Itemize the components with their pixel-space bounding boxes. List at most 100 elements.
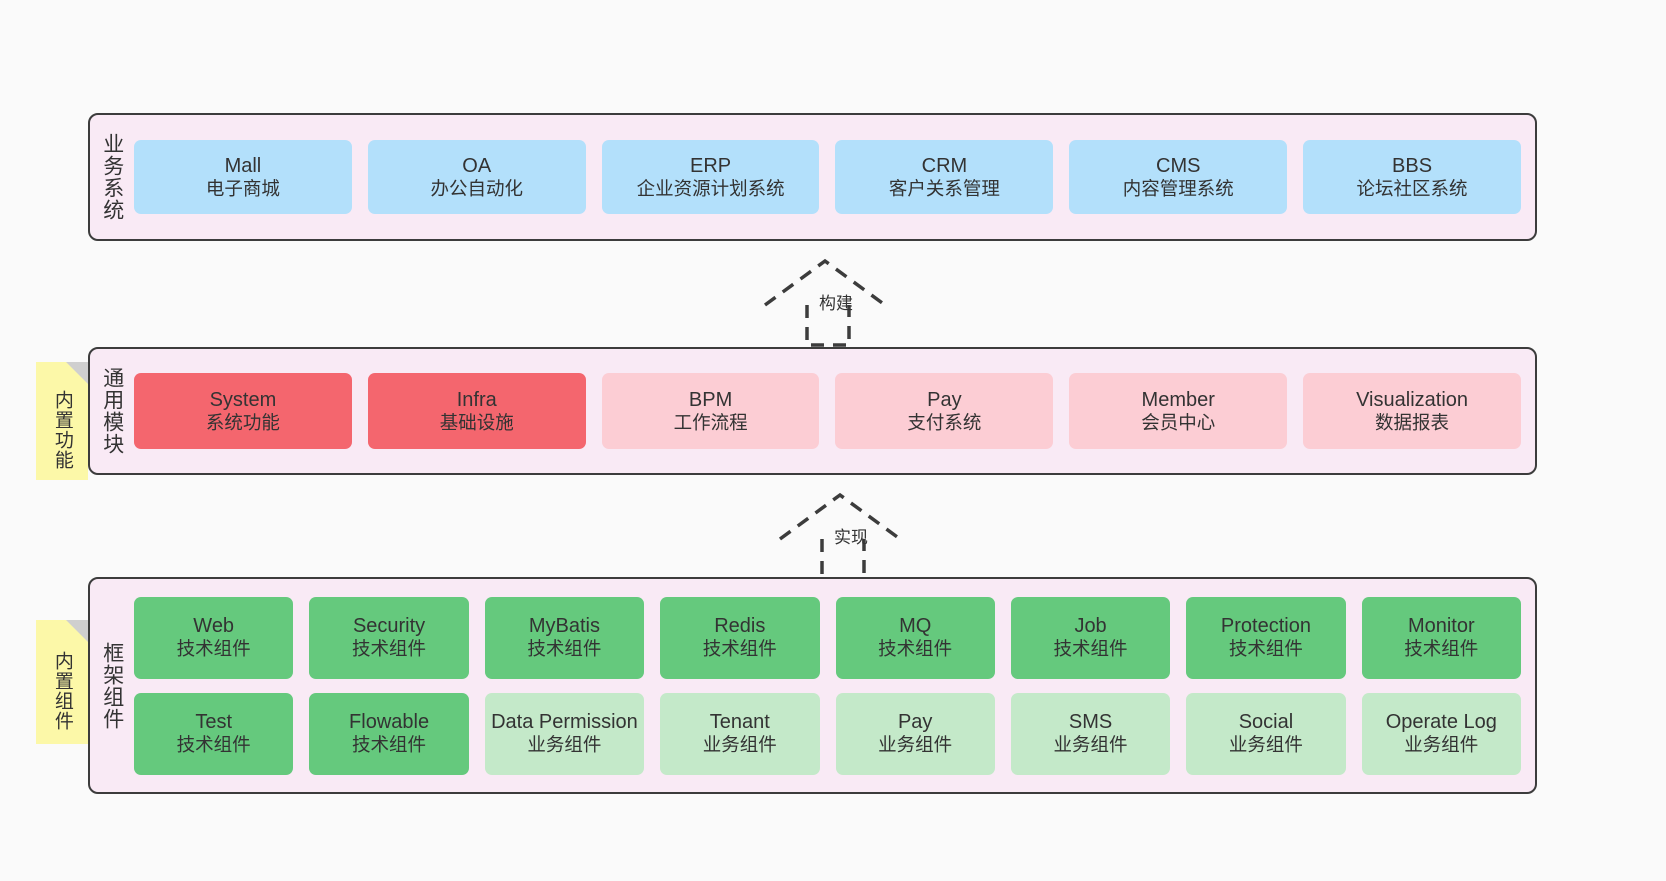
layer-body-framework-components: Web 技术组件 Security 技术组件 MyBatis 技术组件 Redi… (134, 579, 1535, 792)
node-bbs[interactable]: BBS 论坛社区系统 (1303, 140, 1521, 214)
node-test[interactable]: Test 技术组件 (134, 692, 294, 775)
node-redis[interactable]: Redis 技术组件 (660, 596, 820, 679)
node-subtitle: 技术组件 (352, 638, 427, 660)
node-subtitle: 电子商城 (205, 177, 280, 199)
node-subtitle: 技术组件 (176, 638, 251, 660)
node-subtitle: 业务组件 (1053, 734, 1128, 756)
node-title: Mall (224, 154, 262, 177)
sticky-note-builtin-components: 内置组件 (36, 620, 88, 744)
sticky-note-builtin-features: 内置功能 (36, 362, 88, 480)
node-pay-component[interactable]: Pay 业务组件 (835, 692, 995, 775)
node-subtitle: 业务组件 (1404, 734, 1479, 756)
sticky-note-label: 内置功能 (51, 390, 73, 470)
node-data-permission[interactable]: Data Permission 业务组件 (484, 692, 645, 775)
node-title: Redis (714, 615, 766, 638)
node-title: CRM (921, 154, 968, 177)
node-subtitle: 技术组件 (176, 734, 251, 756)
node-title: SMS (1068, 711, 1113, 734)
connector-label: 构建 (819, 294, 853, 313)
sticky-fold-icon (66, 620, 88, 642)
node-title: System (209, 388, 277, 411)
layer-framework-components: 框架组件 Web 技术组件 Security 技术组件 MyBatis 技术组件… (88, 577, 1537, 794)
node-subtitle: 基础设施 (439, 411, 514, 433)
node-title: Operate Log (1385, 711, 1497, 734)
node-monitor[interactable]: Monitor 技术组件 (1361, 596, 1521, 679)
node-infra[interactable]: Infra 基础设施 (367, 373, 586, 449)
node-title: Pay (897, 711, 933, 734)
node-protection[interactable]: Protection 技术组件 (1186, 596, 1346, 679)
node-pay-module[interactable]: Pay 支付系统 (835, 373, 1054, 449)
node-subtitle: 业务组件 (702, 734, 777, 756)
node-mybatis[interactable]: MyBatis 技术组件 (484, 596, 645, 679)
node-job[interactable]: Job 技术组件 (1010, 596, 1171, 679)
layer-business-systems: 业务系统 Mall 电子商城 OA 办公自动化 ERP 企业资源计划系统 CRM… (88, 113, 1537, 241)
node-mall[interactable]: Mall 电子商城 (134, 140, 352, 214)
node-title: Data Permission (491, 711, 638, 734)
node-title: Web (193, 615, 235, 638)
node-title: OA (462, 154, 492, 177)
sticky-note-label: 内置组件 (51, 651, 73, 731)
layer-title-business-systems: 业务系统 (100, 133, 124, 221)
cell-row: Web 技术组件 Security 技术组件 MyBatis 技术组件 Redi… (134, 596, 1521, 679)
node-title: Test (195, 711, 233, 734)
cell-row: System 系统功能 Infra 基础设施 BPM 工作流程 Pay 支付系统… (134, 373, 1521, 449)
layer-body-common-modules: System 系统功能 Infra 基础设施 BPM 工作流程 Pay 支付系统… (134, 349, 1535, 473)
node-subtitle: 技术组件 (1228, 638, 1303, 660)
node-visualization[interactable]: Visualization 数据报表 (1303, 373, 1521, 449)
node-subtitle: 业务组件 (527, 734, 602, 756)
node-oa[interactable]: OA 办公自动化 (367, 140, 586, 214)
node-subtitle: 支付系统 (907, 411, 982, 433)
node-subtitle: 技术组件 (527, 638, 602, 660)
node-title: Security (352, 615, 426, 638)
node-title: Pay (927, 388, 962, 411)
node-subtitle: 数据报表 (1375, 411, 1450, 433)
node-title: CMS (1156, 154, 1201, 177)
node-mq[interactable]: MQ 技术组件 (835, 596, 995, 679)
node-sms[interactable]: SMS 业务组件 (1010, 692, 1171, 775)
node-subtitle: 会员中心 (1141, 411, 1216, 433)
node-title: Infra (456, 388, 497, 411)
node-subtitle: 办公自动化 (430, 177, 523, 199)
node-title: Protection (1220, 615, 1311, 638)
node-cms[interactable]: CMS 内容管理系统 (1069, 140, 1288, 214)
node-erp[interactable]: ERP 企业资源计划系统 (601, 140, 820, 214)
node-member[interactable]: Member 会员中心 (1069, 373, 1288, 449)
node-title: Social (1238, 711, 1294, 734)
cell-row: Test 技术组件 Flowable 技术组件 Data Permission … (134, 692, 1521, 775)
node-title: Member (1141, 388, 1215, 411)
node-title: BBS (1392, 154, 1433, 177)
node-system[interactable]: System 系统功能 (134, 373, 352, 449)
node-subtitle: 技术组件 (1404, 638, 1479, 660)
node-subtitle: 企业资源计划系统 (636, 177, 785, 199)
node-subtitle: 业务组件 (878, 734, 953, 756)
node-security[interactable]: Security 技术组件 (309, 596, 469, 679)
node-subtitle: 业务组件 (1228, 734, 1303, 756)
node-crm[interactable]: CRM 客户关系管理 (835, 140, 1054, 214)
node-title: MQ (899, 615, 932, 638)
node-title: Flowable (349, 711, 430, 734)
connector-implement: 实现 (772, 487, 942, 587)
cell-row: Mall 电子商城 OA 办公自动化 ERP 企业资源计划系统 CRM 客户关系… (134, 140, 1521, 214)
node-subtitle: 系统功能 (205, 411, 280, 433)
node-subtitle: 技术组件 (878, 638, 953, 660)
connector-label: 实现 (834, 528, 868, 547)
node-subtitle: 技术组件 (1053, 638, 1128, 660)
node-flowable[interactable]: Flowable 技术组件 (309, 692, 469, 775)
node-title: BPM (688, 388, 733, 411)
node-operate-log[interactable]: Operate Log 业务组件 (1361, 692, 1521, 775)
node-subtitle: 客户关系管理 (888, 177, 1000, 199)
node-title: Tenant (709, 711, 770, 734)
node-title: ERP (690, 154, 732, 177)
layer-common-modules: 通用模块 System 系统功能 Infra 基础设施 BPM 工作流程 Pay… (88, 347, 1537, 475)
node-social[interactable]: Social 业务组件 (1186, 692, 1346, 775)
node-tenant[interactable]: Tenant 业务组件 (660, 692, 820, 775)
node-title: MyBatis (528, 615, 600, 638)
node-title: Job (1074, 615, 1107, 638)
node-bpm[interactable]: BPM 工作流程 (601, 373, 820, 449)
layer-body-business-systems: Mall 电子商城 OA 办公自动化 ERP 企业资源计划系统 CRM 客户关系… (134, 115, 1535, 239)
layer-title-framework-components: 框架组件 (100, 641, 124, 730)
node-title: Visualization (1356, 388, 1469, 411)
node-subtitle: 内容管理系统 (1122, 177, 1234, 199)
node-web[interactable]: Web 技术组件 (134, 596, 294, 679)
